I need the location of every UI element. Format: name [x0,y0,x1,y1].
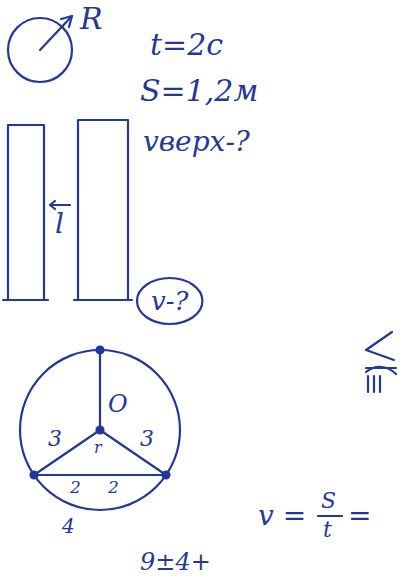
radius-arrow [40,16,72,50]
formula-part: t [323,519,332,541]
bottom-circle [20,350,180,510]
formula-part: = [348,502,371,530]
radius-arrowhead [61,16,72,27]
side-length: 3 [48,428,62,450]
side-length: 2 [108,479,119,496]
formula-part: S [321,490,336,512]
scribble [366,332,396,392]
circled-question: v-? [135,276,204,326]
triangle-lines [34,350,166,475]
fraction-bar [318,515,342,517]
center-label: О [108,392,128,416]
base-length: 4 [62,516,75,536]
length-vector: l [55,210,64,238]
vertex-dot [97,347,104,354]
side-length: 2 [70,479,81,496]
formula-part: v = [258,502,306,530]
distance-value: S=1,2м [140,76,258,106]
side-length: 3 [140,428,154,450]
time-value: t=2с [150,30,223,60]
vertex-dot [97,427,104,434]
radius-mark: r [94,440,102,456]
radius-label: R [80,4,103,34]
vector-arrow [50,201,70,209]
vertex-dot [163,472,170,479]
scribble-note: 9±4+ [140,550,211,574]
right-bar [74,120,132,300]
node-text: v-? [151,288,188,314]
vertex-dot [31,472,38,479]
unknown-speed: vверх-? [143,128,250,156]
left-bar [3,125,48,300]
